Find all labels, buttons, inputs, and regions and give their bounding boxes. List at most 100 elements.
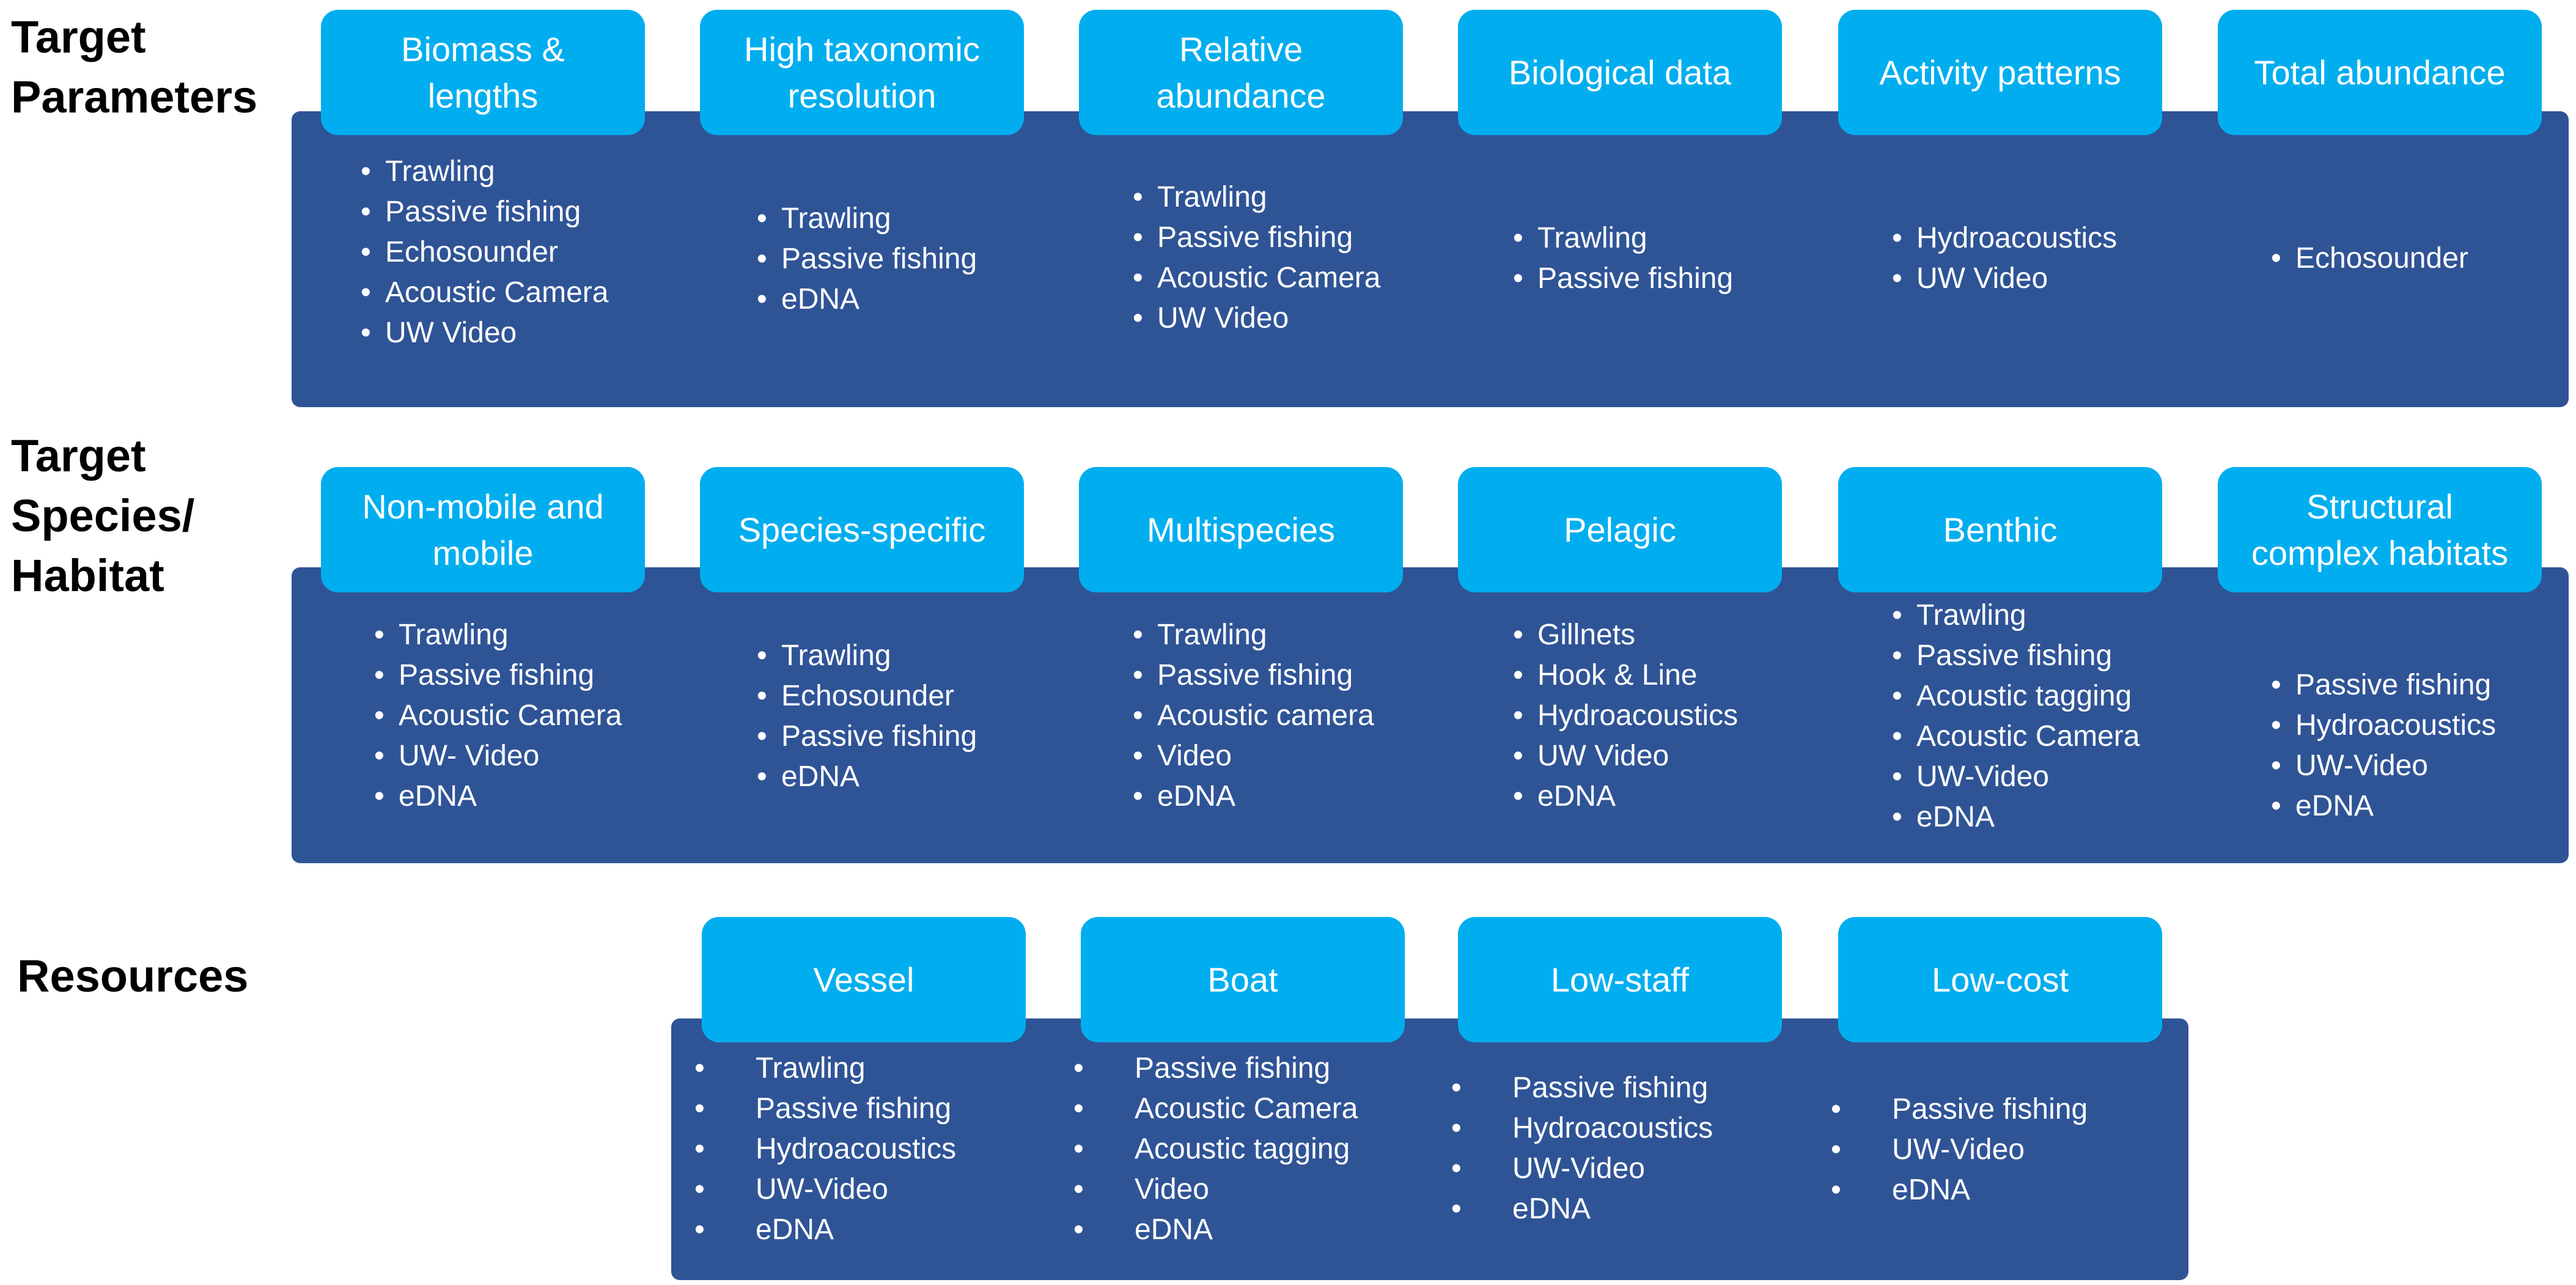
row-title-target-species-habitat: Target Species/ Habitat [11, 430, 195, 601]
list-item: Trawling [1133, 615, 1374, 655]
list-biomass-lengths: Trawling Passive fishing Echosounder Aco… [361, 152, 608, 353]
list-item: Passive fishing [757, 716, 977, 757]
list-item: Trawling [361, 152, 608, 192]
list-item: Passive fishing [374, 655, 622, 696]
list-item: Passive fishing [1831, 1089, 2088, 1130]
list-item: eDNA [1073, 1210, 1358, 1250]
list-item: Acoustic tagging [1892, 676, 2140, 716]
header-pelagic-label: Pelagic [1564, 510, 1676, 549]
list-species-specific: Trawling Echosounder Passive fishing eDN… [757, 636, 977, 797]
list-item: UW-Video [1831, 1130, 2088, 1170]
list-non-mobile-and-mobile: Trawling Passive fishing Acoustic Camera… [374, 615, 622, 817]
list-item: Trawling [1513, 218, 1733, 259]
header-vessel: Vessel [702, 917, 1026, 1042]
list-item: Passive fishing [1073, 1048, 1358, 1089]
header-multispecies: Multispecies [1079, 467, 1403, 592]
list-item: Trawling [1892, 595, 2140, 636]
list-benthic: Trawling Passive fishing Acoustic taggin… [1892, 595, 2140, 838]
header-biomass-lengths-label: Biomass & lengths [401, 29, 565, 115]
list-item: Trawling [757, 199, 977, 239]
list-activity-patterns: Hydroacoustics UW Video [1892, 218, 2117, 299]
list-item: Passive fishing [1451, 1068, 1713, 1108]
list-item: UW Video [1892, 259, 2117, 299]
header-total-abundance-label: Total abundance [2254, 53, 2506, 92]
list-item: Hydroacoustics [1892, 218, 2117, 259]
list-item: eDNA [694, 1210, 956, 1250]
header-low-cost-label: Low-cost [1931, 960, 2069, 999]
header-high-taxonomic-resolution-label: High taxonomic resolution [744, 29, 980, 115]
list-item: Passive fishing [1133, 655, 1374, 696]
list-item: eDNA [1513, 776, 1738, 817]
list-item: Hydroacoustics [2271, 705, 2496, 746]
list-item: eDNA [374, 776, 622, 817]
list-item: Video [1133, 736, 1374, 776]
header-biomass-lengths: Biomass & lengths [321, 10, 645, 135]
list-item: Acoustic Camera [361, 273, 608, 313]
list-item: Gillnets [1513, 615, 1738, 655]
list-item: Passive fishing [1892, 636, 2140, 676]
header-species-specific: Species-specific [700, 467, 1024, 592]
list-item: Trawling [757, 636, 977, 676]
header-relative-abundance: Relative abundance [1079, 10, 1403, 135]
list-item: Echosounder [757, 676, 977, 716]
header-non-mobile-and-mobile-label: Non-mobile and mobile [362, 487, 604, 572]
header-vessel-label: Vessel [813, 960, 914, 999]
header-biological-data: Biological data [1458, 10, 1782, 135]
list-item: Passive fishing [361, 192, 608, 232]
list-item: eDNA [1831, 1170, 2088, 1210]
row-panel-target-species-habitat [292, 567, 2569, 863]
header-high-taxonomic-resolution: High taxonomic resolution [700, 10, 1024, 135]
list-item: Echosounder [361, 232, 608, 273]
list-item: eDNA [757, 279, 977, 320]
header-non-mobile-and-mobile: Non-mobile and mobile [321, 467, 645, 592]
header-relative-abundance-label: Relative abundance [1156, 29, 1326, 115]
list-boat: Passive fishing Acoustic Camera Acoustic… [1073, 1048, 1358, 1250]
list-item: Passive fishing [1133, 218, 1380, 258]
row-title-target-parameters: Target Parameters [11, 12, 258, 122]
list-item: Passive fishing [757, 239, 977, 279]
header-boat-label: Boat [1207, 960, 1278, 999]
list-item: Acoustic Camera [1892, 716, 2140, 757]
list-item: UW Video [361, 313, 608, 353]
list-item: Passive fishing [694, 1089, 956, 1129]
list-multispecies: Trawling Passive fishing Acoustic camera… [1133, 615, 1374, 817]
list-item: Acoustic camera [1133, 696, 1374, 736]
list-item: Acoustic Camera [1133, 258, 1380, 298]
list-item: Acoustic Camera [1073, 1089, 1358, 1129]
list-item: Trawling [694, 1048, 956, 1089]
list-item: Passive fishing [2271, 665, 2496, 705]
list-low-staff: Passive fishing Hydroacoustics UW-Video … [1451, 1068, 1713, 1229]
list-item: Video [1073, 1169, 1358, 1210]
list-item: eDNA [1133, 776, 1374, 817]
header-low-cost: Low-cost [1838, 917, 2162, 1042]
list-item: Trawling [1133, 177, 1380, 218]
header-structural-complex-habitats-label: Structural complex habitats [2251, 487, 2509, 572]
header-benthic: Benthic [1838, 467, 2162, 592]
list-item: UW-Video [1451, 1149, 1713, 1189]
list-item: UW-Video [2271, 746, 2496, 786]
list-low-cost: Passive fishing UW-Video eDNA [1831, 1089, 2088, 1210]
header-species-specific-label: Species-specific [738, 510, 986, 549]
list-item: UW Video [1513, 736, 1738, 776]
list-item: Hook & Line [1513, 655, 1738, 696]
list-item: UW Video [1133, 298, 1380, 339]
list-biological-data: Trawling Passive fishing [1513, 218, 1733, 299]
list-item: Hydroacoustics [1513, 696, 1738, 736]
list-pelagic: Gillnets Hook & Line Hydroacoustics UW V… [1513, 615, 1738, 817]
list-item: Acoustic tagging [1073, 1129, 1358, 1169]
header-boat: Boat [1081, 917, 1405, 1042]
header-benthic-label: Benthic [1943, 510, 2058, 549]
header-multispecies-label: Multispecies [1146, 510, 1336, 549]
list-item: eDNA [2271, 786, 2496, 827]
header-pelagic: Pelagic [1458, 467, 1782, 592]
list-item: Acoustic Camera [374, 696, 622, 736]
list-item: Passive fishing [1513, 259, 1733, 299]
list-item: UW-Video [694, 1169, 956, 1210]
list-item: eDNA [1892, 797, 2140, 838]
list-item: Trawling [374, 615, 622, 655]
header-biological-data-label: Biological data [1508, 53, 1732, 92]
row-panel-target-parameters [292, 111, 2569, 407]
list-structural-complex-habitats: Passive fishing Hydroacoustics UW-Video … [2271, 665, 2496, 827]
header-low-staff: Low-staff [1458, 917, 1782, 1042]
